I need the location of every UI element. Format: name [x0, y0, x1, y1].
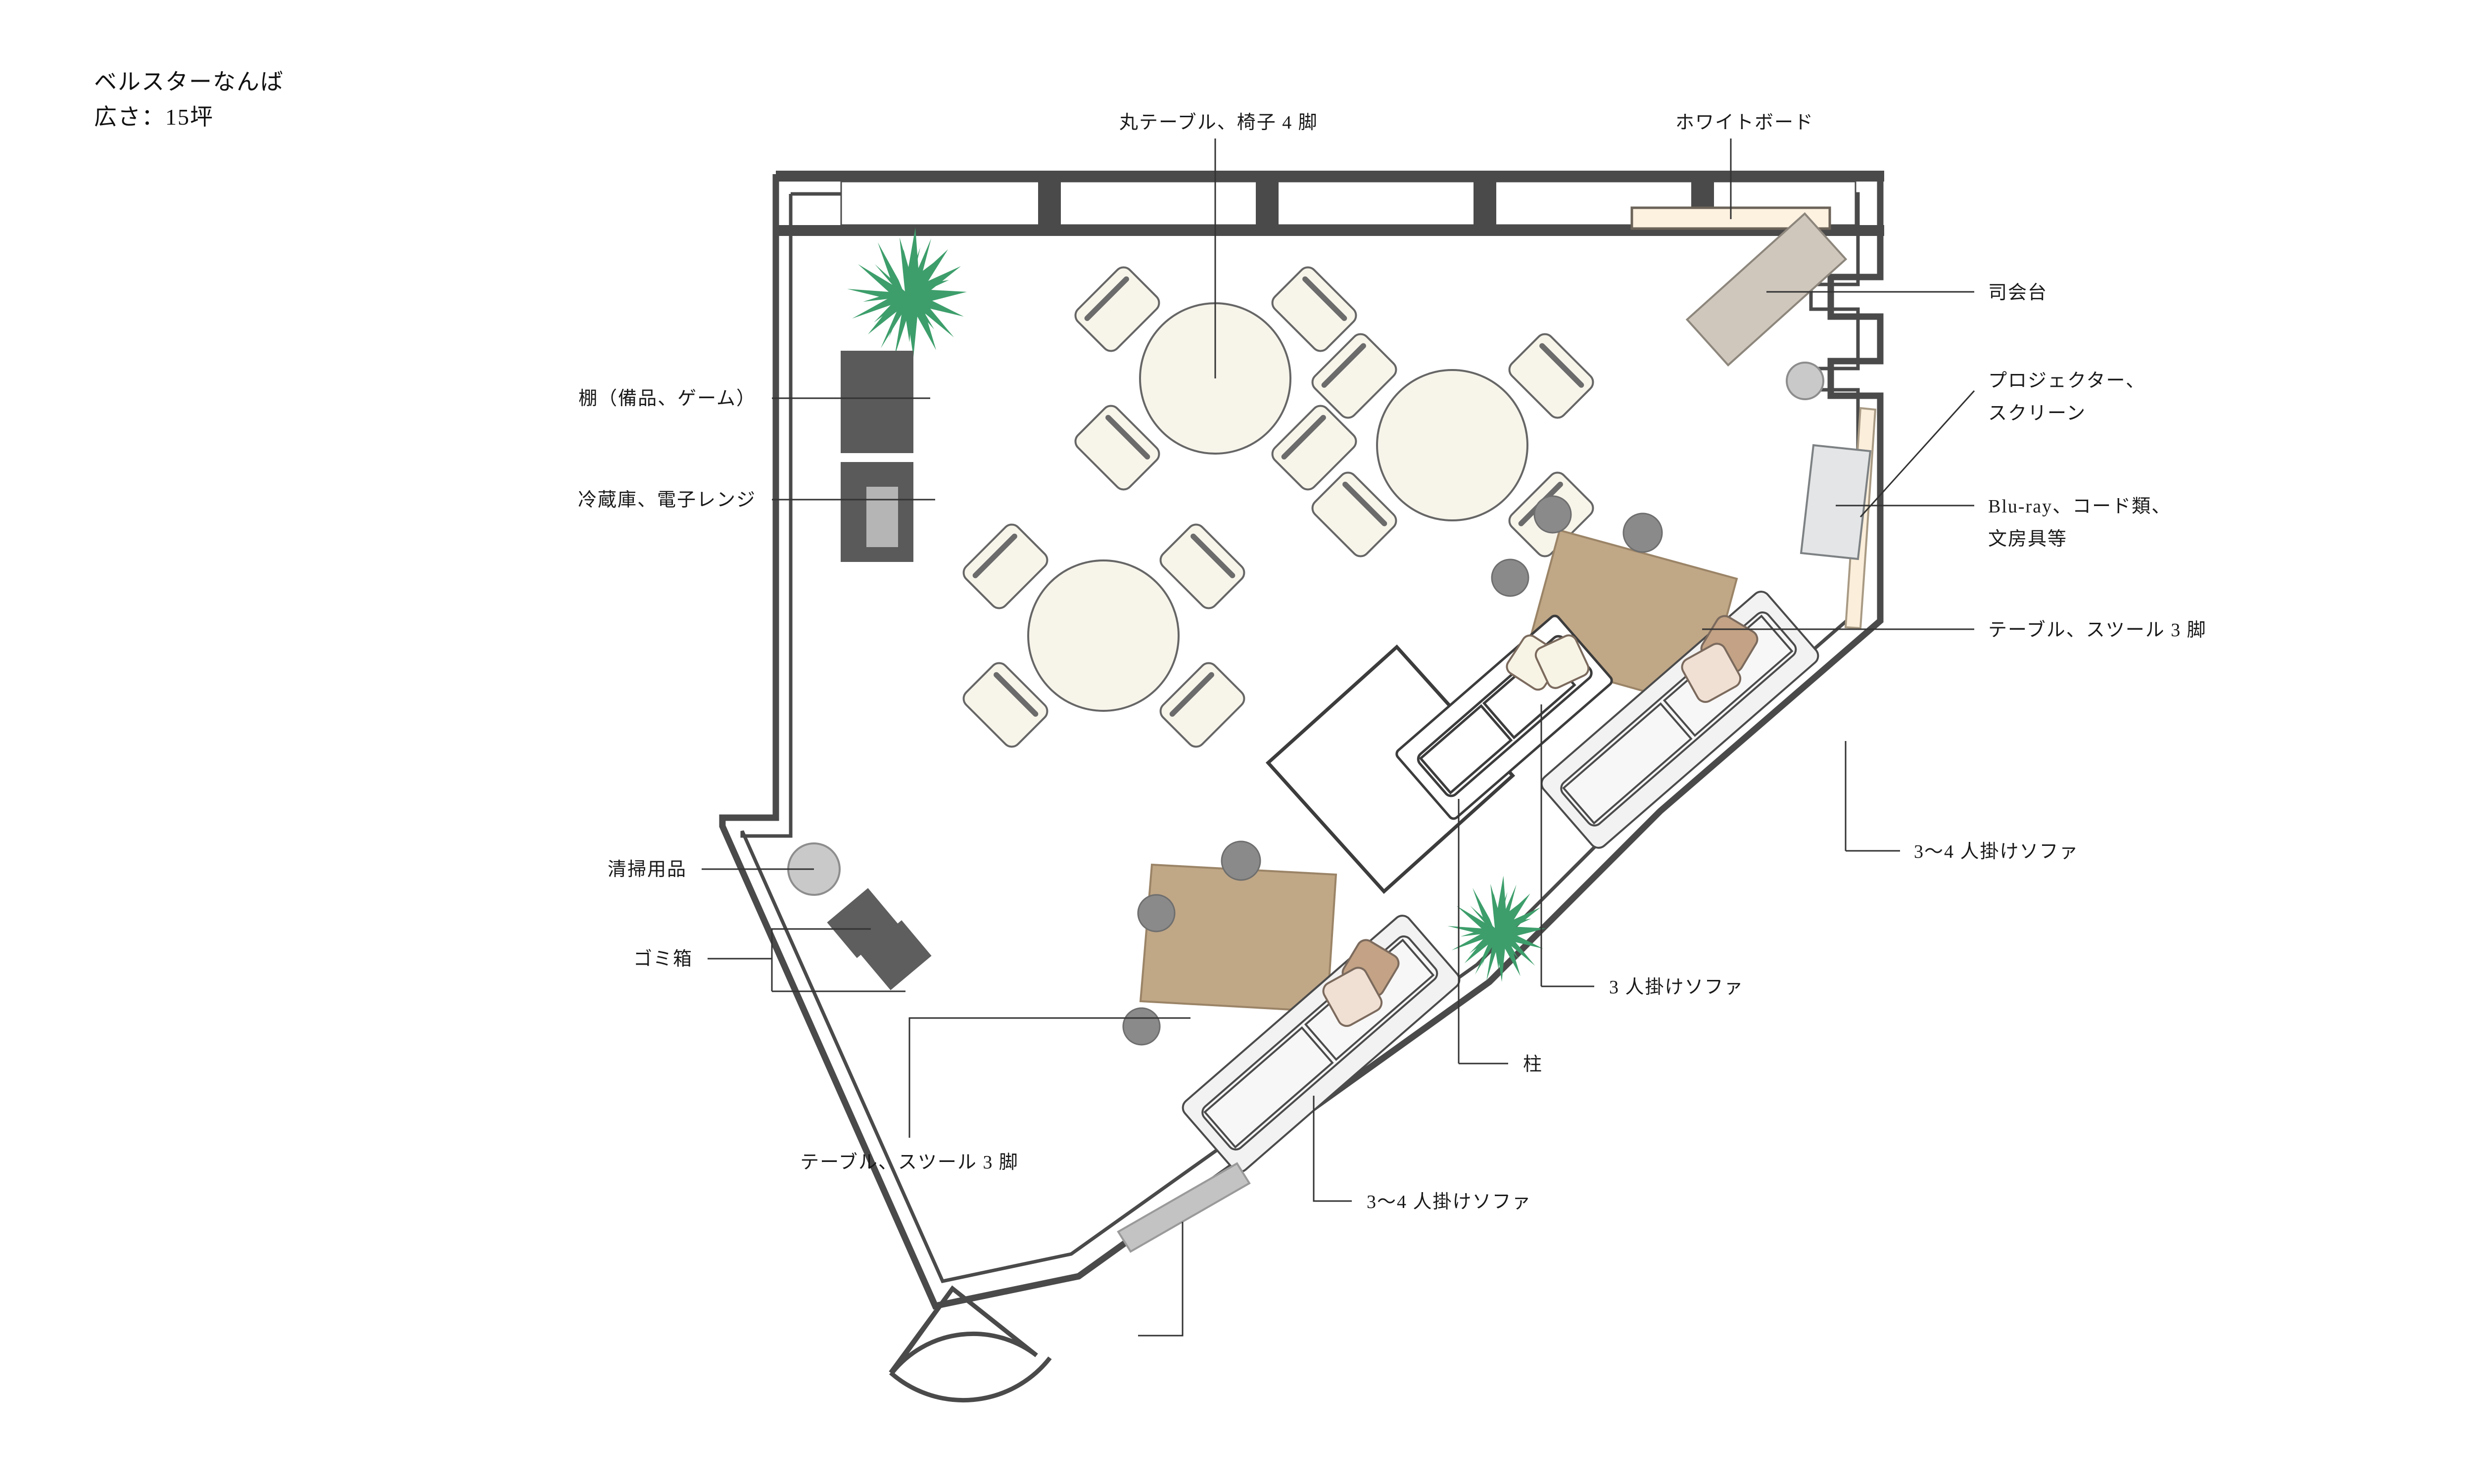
label-round-table: 丸テーブル、椅子 4 脚	[1119, 112, 1318, 133]
trash-bins	[827, 888, 932, 990]
label-sofa-3: 3 人掛けソファ	[1609, 977, 1744, 998]
round-table-2	[1311, 333, 1594, 557]
label-sofa-34-right: 3〜4 人掛けソファ	[1914, 841, 2079, 862]
venue-area: 広さ：15坪	[94, 104, 214, 130]
door-swing	[889, 1285, 1052, 1403]
chair-set-2	[1311, 333, 1594, 557]
label-fridge-microwave: 冷蔵庫、電子レンジ	[578, 490, 756, 510]
label-bluray-line1: Blu-ray、コード類、	[1988, 496, 2171, 517]
label-podium: 司会台	[1988, 282, 2047, 303]
label-table-stool-right: テーブル、スツール 3 脚	[1988, 620, 2207, 641]
label-shelf: 棚（備品、ゲーム）	[578, 388, 756, 409]
cushion-pair-left	[1322, 939, 1400, 1027]
label-pillar: 柱	[1523, 1054, 1543, 1075]
sofa-34-left	[1182, 915, 1461, 1173]
podium	[1685, 212, 1848, 367]
chair-set-1	[1074, 266, 1357, 491]
shelf-unit	[841, 351, 913, 453]
label-bluray-line2: 文房具等	[1988, 529, 2067, 550]
round-table-3	[962, 523, 1245, 748]
sofa-3-center	[1395, 614, 1613, 820]
label-table-stool-left: テーブル、スツール 3 脚	[800, 1152, 1019, 1173]
chair-set-3	[962, 523, 1245, 748]
leader-lines	[702, 139, 1975, 1337]
bluray-cabinet	[1800, 444, 1872, 560]
window-band	[776, 171, 1884, 236]
plan-header: ベルスターなんば 広さ：15坪	[94, 64, 284, 135]
label-projector-line2: スクリーン	[1988, 403, 2086, 424]
label-sofa-34-left: 3〜4 人掛けソファ	[1367, 1192, 1532, 1212]
plant-icon-center	[1447, 876, 1546, 982]
fridge-microwave-unit	[841, 462, 913, 562]
label-whiteboard: ホワイトボード	[1675, 112, 1814, 133]
label-trash: ゴミ箱	[633, 949, 693, 970]
label-cleaning: 清掃用品	[608, 859, 687, 880]
label-projector-line1: プロジェクター、	[1988, 371, 2145, 391]
stool-near-podium	[1786, 362, 1824, 400]
sofa-34-right	[1540, 591, 1819, 849]
cushion-pair-center	[1506, 634, 1590, 691]
cushion-pair-right	[1681, 615, 1759, 703]
floor-mat	[1117, 1162, 1251, 1253]
plant-icon-top-left	[847, 228, 967, 357]
venue-name: ベルスターなんば	[94, 69, 284, 94]
